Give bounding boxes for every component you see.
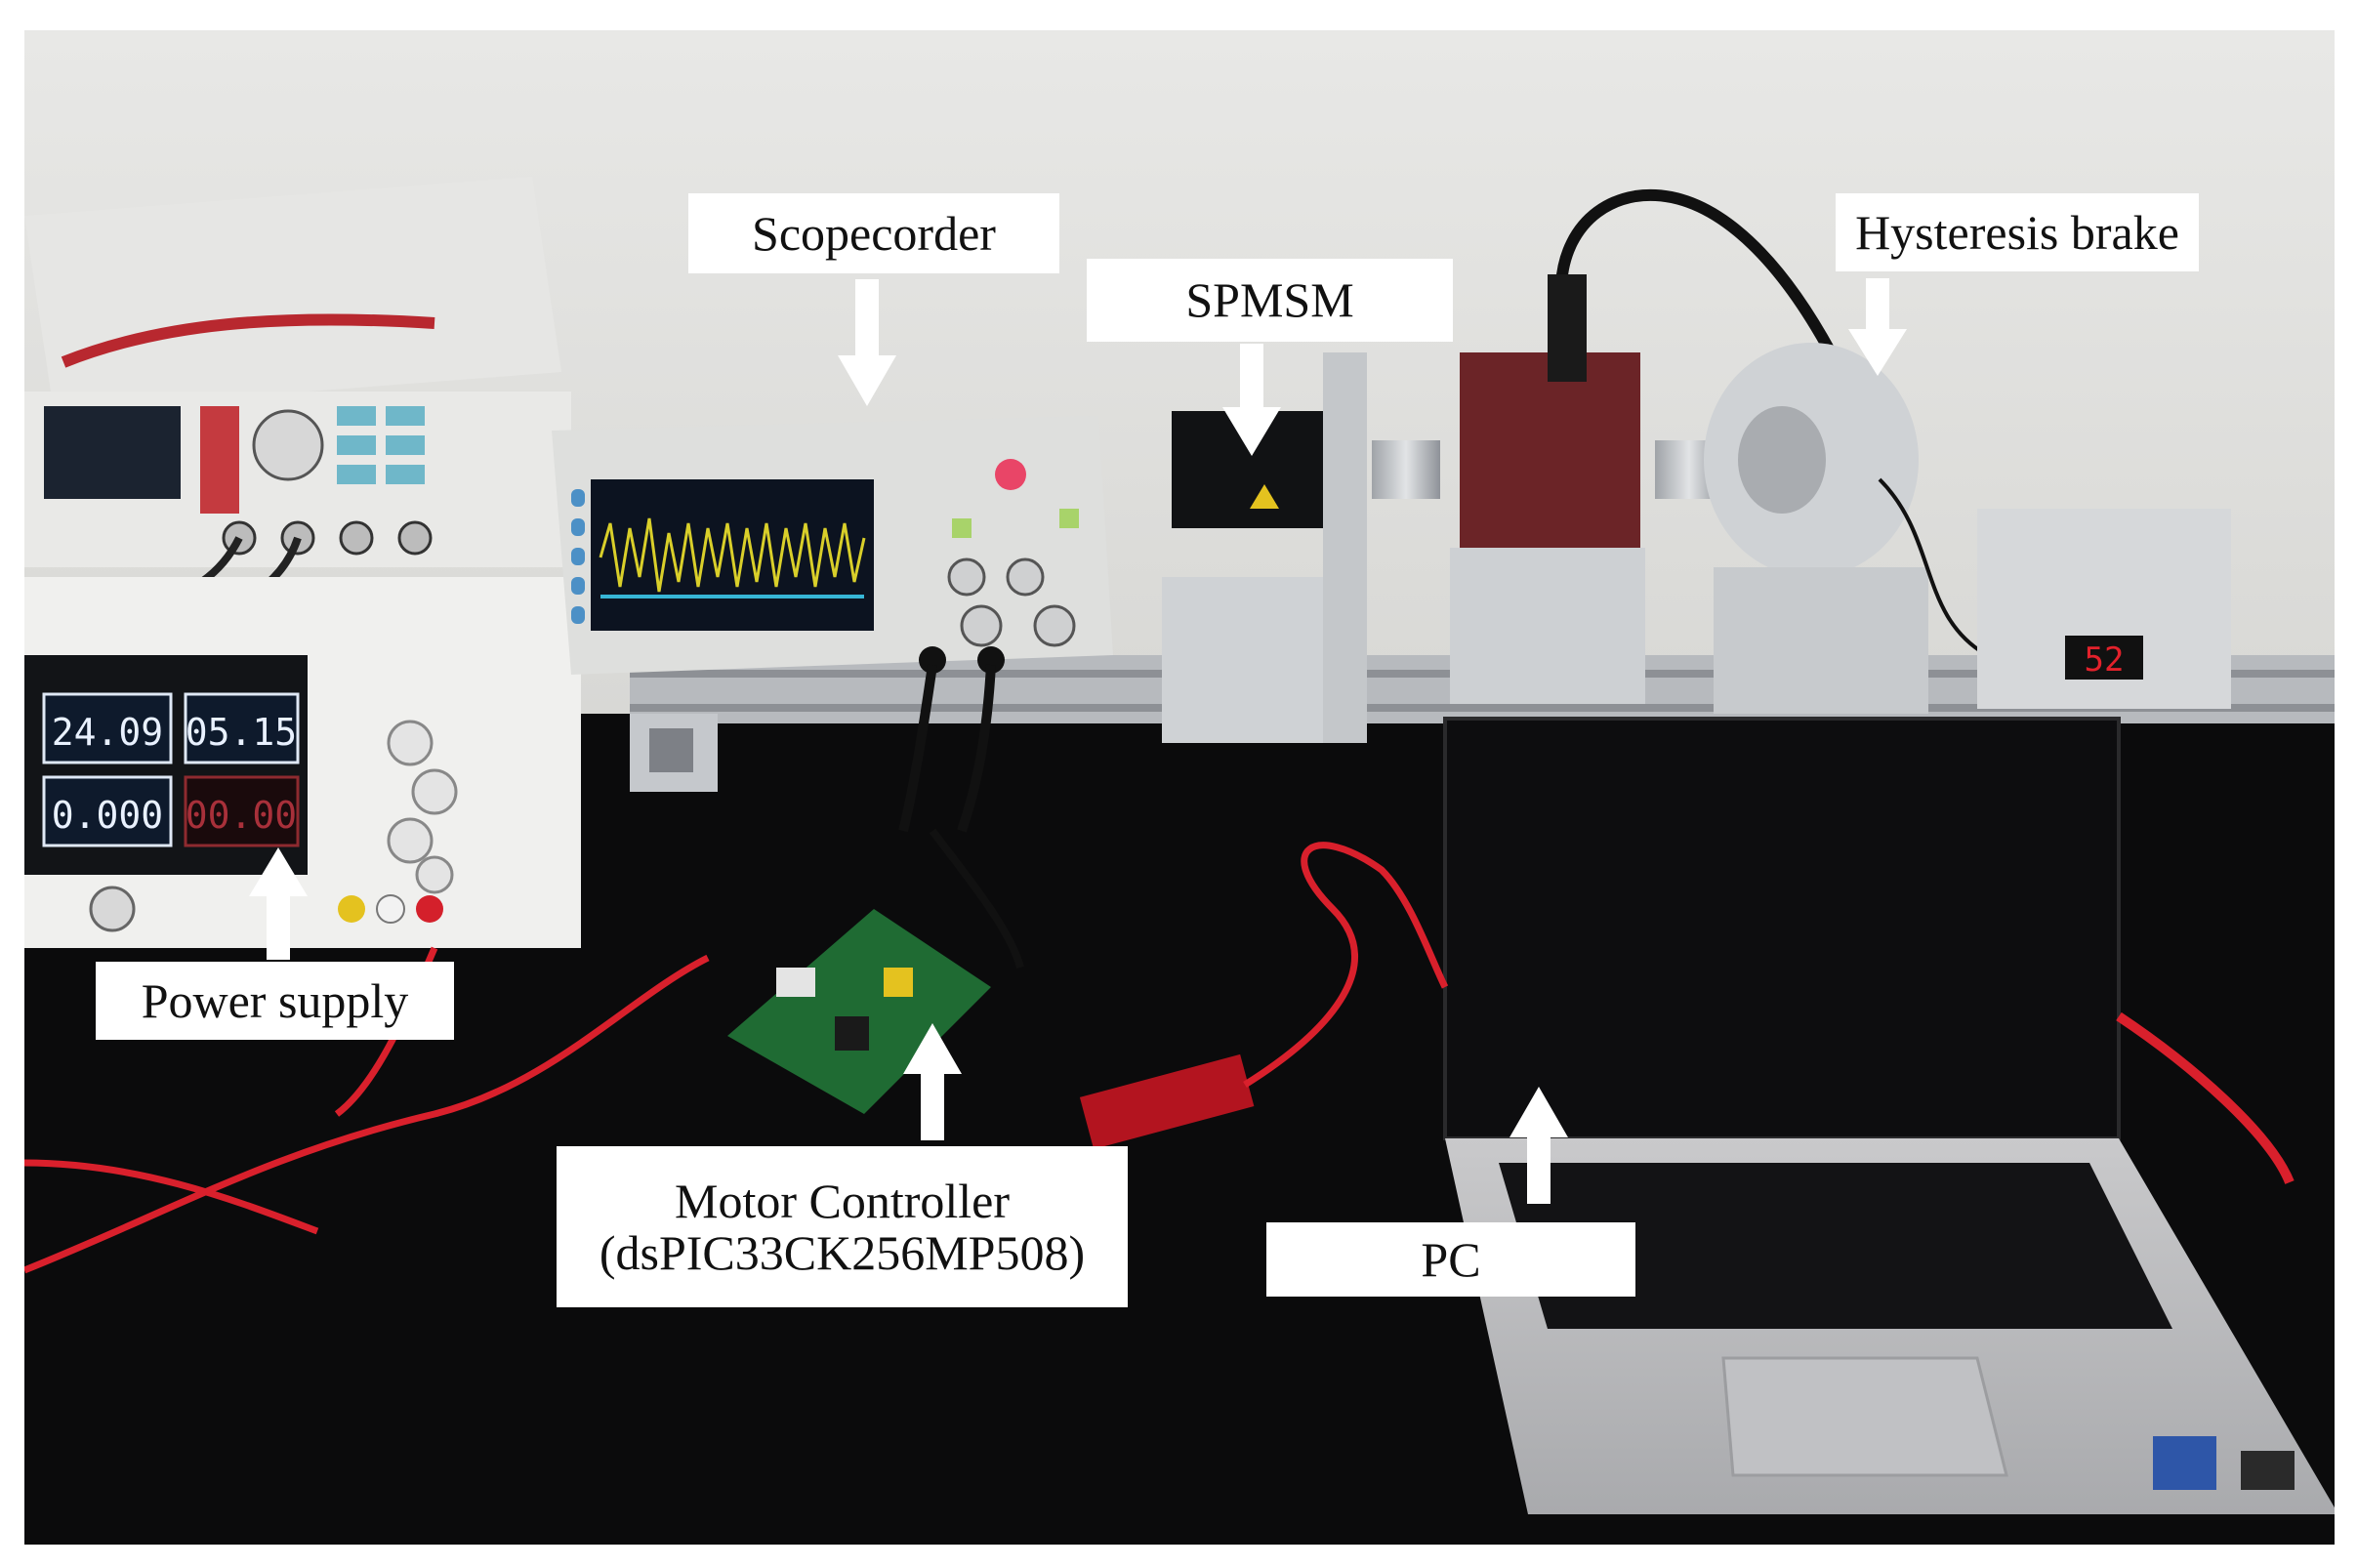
label-spmsm: SPMSM	[1087, 259, 1453, 342]
red-cables	[24, 842, 1449, 1274]
label-spmsm-text: SPMSM	[1185, 272, 1354, 328]
torque-sensor	[1372, 188, 1837, 704]
brake-controller: 52	[1977, 509, 2231, 709]
lab-setup-photo: 24.09 05.15 0.000 00.00	[24, 30, 2335, 1545]
laptop	[1443, 717, 2335, 1514]
label-power-supply-text: Power supply	[141, 972, 409, 1028]
brake-readout: 52	[2085, 640, 2125, 680]
hysteresis-brake-unit	[1704, 343, 1988, 714]
label-motor-controller: Motor Controller (dsPIC33CK256MP508)	[557, 1146, 1128, 1307]
psu-power-readout: 0.000	[52, 794, 163, 837]
psu-current-readout: 05.15	[186, 711, 297, 754]
arrow-down-hysteresis-brake	[1848, 278, 1907, 376]
label-motor-controller-line1: Motor Controller	[674, 1174, 1011, 1228]
psu-extra-readout: 00.00	[186, 794, 297, 837]
label-scopecorder: Scopecorder	[688, 193, 1059, 273]
label-scopecorder-text: Scopecorder	[752, 205, 996, 261]
arrow-up-power-supply	[249, 847, 308, 960]
psu-voltage-readout: 24.09	[52, 711, 163, 754]
label-hysteresis-brake-text: Hysteresis brake	[1855, 204, 2179, 260]
label-hysteresis-brake: Hysteresis brake	[1836, 193, 2199, 271]
arrow-up-pc	[1509, 1087, 1568, 1204]
label-pc: PC	[1266, 1222, 1635, 1297]
arrow-up-motor-controller	[903, 1023, 962, 1140]
multimeter	[24, 177, 571, 634]
scopecorder-device	[552, 416, 1113, 833]
motor-controller-board	[727, 909, 1255, 1150]
label-motor-controller-line2: (dsPIC33CK256MP508)	[599, 1224, 1086, 1280]
arrow-down-spmsm	[1222, 344, 1281, 456]
power-supply-unit: 24.09 05.15 0.000 00.00	[24, 577, 581, 948]
label-power-supply: Power supply	[96, 962, 454, 1040]
arrow-down-scopecorder	[838, 279, 896, 406]
label-pc-text: PC	[1421, 1231, 1481, 1287]
